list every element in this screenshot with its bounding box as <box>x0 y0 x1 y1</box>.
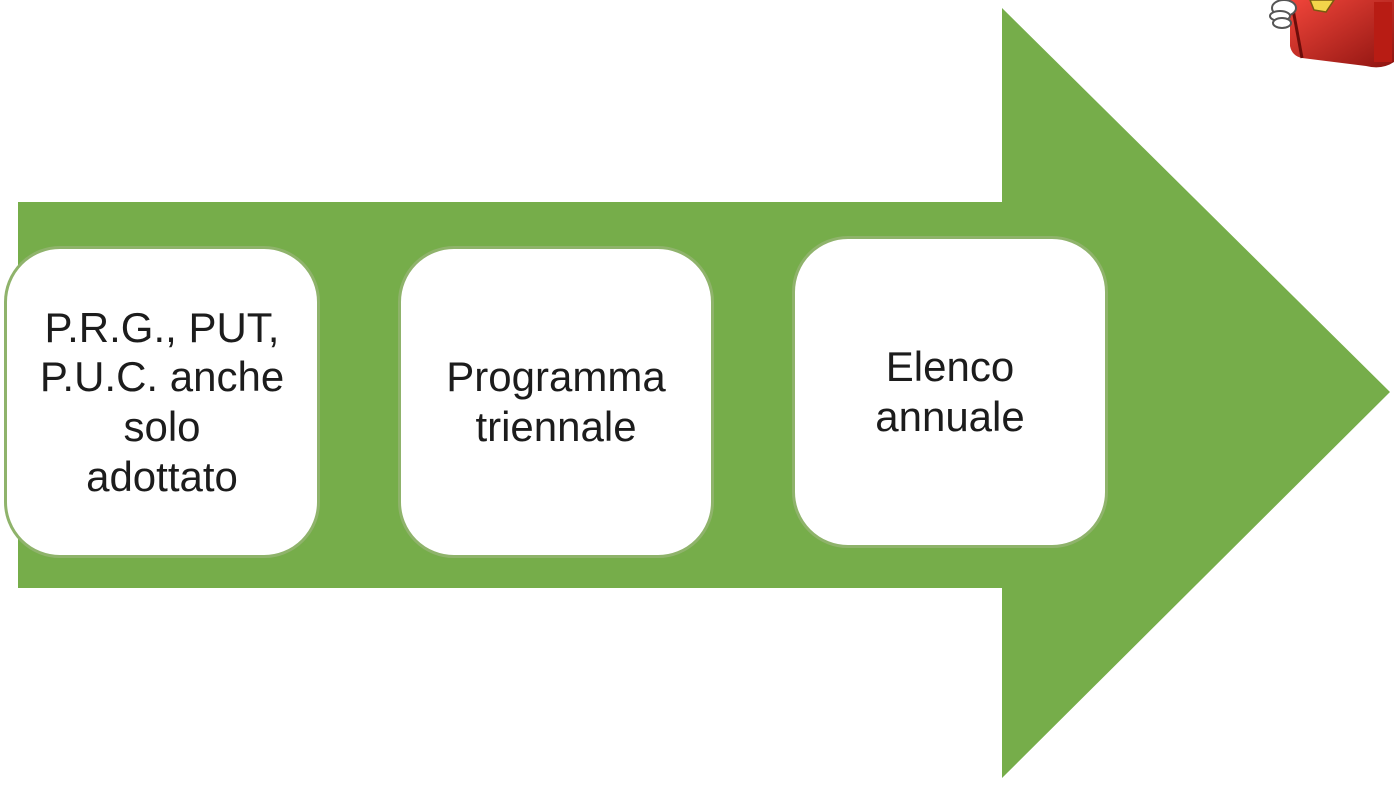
step-label-programma-triennale: Programma triennale <box>446 353 666 450</box>
step-box-prg: P.R.G., PUT, P.U.C. anche solo adottato <box>4 246 320 558</box>
step-box-programma-triennale: Programma triennale <box>398 246 714 558</box>
step-label-elenco-annuale: Elenco annuale <box>875 343 1025 440</box>
book-character-icon <box>1269 0 1394 68</box>
step-label-prg: P.R.G., PUT, P.U.C. anche solo adottato <box>39 303 285 500</box>
step-box-elenco-annuale: Elenco annuale <box>792 236 1108 548</box>
